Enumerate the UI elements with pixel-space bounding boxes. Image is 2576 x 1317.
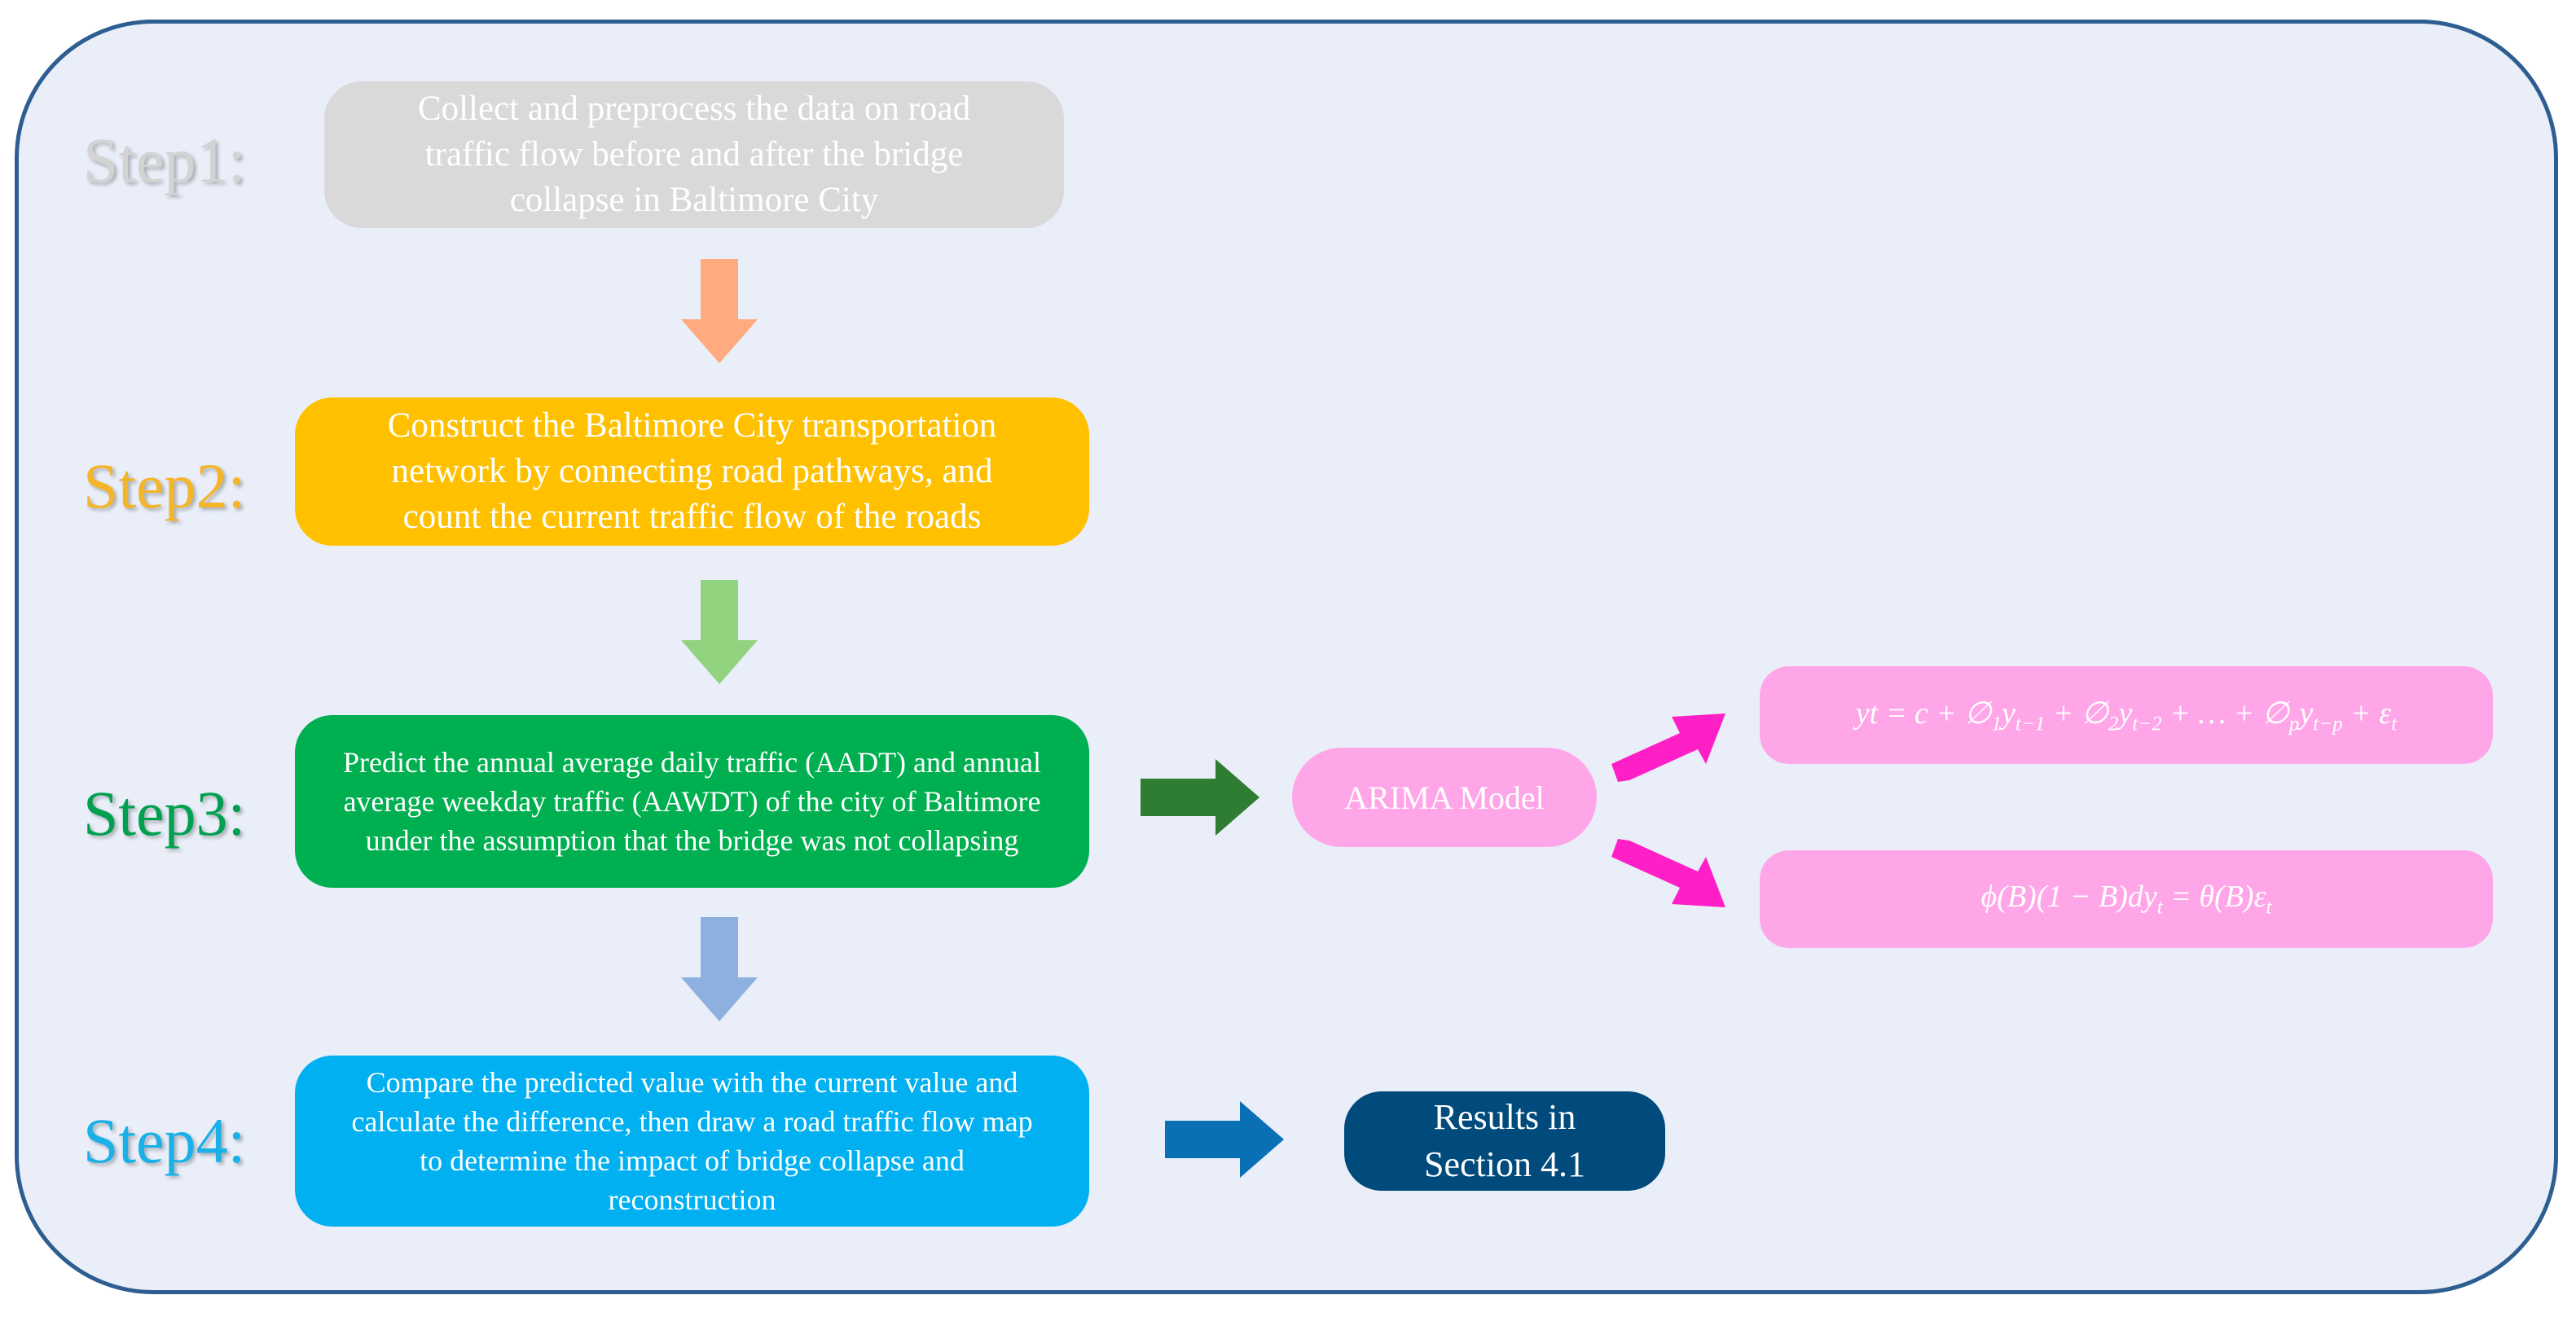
step3-label: Step3: <box>83 778 246 849</box>
arrow-down-1-icon <box>681 259 758 363</box>
step3-text: Predict the annual average daily traffic… <box>343 746 1041 857</box>
step2-box: Construct the Baltimore City transportat… <box>295 397 1089 546</box>
step2-text: Construct the Baltimore City transportat… <box>387 406 997 536</box>
arrow-down-2-icon <box>681 580 758 684</box>
step2-label: Step2: <box>83 450 246 521</box>
results-box: Results in Section 4.1 <box>1344 1091 1665 1191</box>
arima-operator-equation: ϕ(B)(1 − B)dyt = θ(B)εt <box>1980 880 2272 919</box>
step3-box: Predict the annual average daily traffic… <box>295 715 1089 888</box>
arrow-down-right-pink-icon <box>1611 839 1725 907</box>
step4-box: Compare the predicted value with the cur… <box>295 1056 1089 1227</box>
arima-model-box: ARIMA Model <box>1292 748 1597 847</box>
arrow-right-green-icon <box>1141 759 1259 836</box>
step1-text: Collect and preprocess the data on road … <box>417 90 971 219</box>
results-line1: Results in <box>1433 1097 1576 1137</box>
arima-equation: yt = c + ∅1yt−1 + ∅2yt−2 + … + ∅pyt−p + … <box>1855 696 2398 735</box>
arima-operator-equation-box: ϕ(B)(1 − B)dyt = θ(B)εt <box>1760 850 2493 948</box>
step1-box: Collect and preprocess the data on road … <box>324 81 1064 228</box>
arima-model-label: ARIMA Model <box>1344 779 1545 816</box>
step1-label: Step1: <box>83 125 246 195</box>
arima-equation-box: yt = c + ∅1yt−1 + ∅2yt−2 + … + ∅pyt−p + … <box>1760 666 2493 764</box>
results-line2: Section 4.1 <box>1424 1144 1585 1184</box>
arrow-down-3-icon <box>681 917 758 1021</box>
arrow-right-blue-icon <box>1165 1101 1284 1178</box>
step4-label: Step4: <box>83 1105 246 1176</box>
arrow-up-right-pink-icon <box>1611 713 1725 782</box>
step4-text: Compare the predicted value with the cur… <box>351 1066 1033 1216</box>
